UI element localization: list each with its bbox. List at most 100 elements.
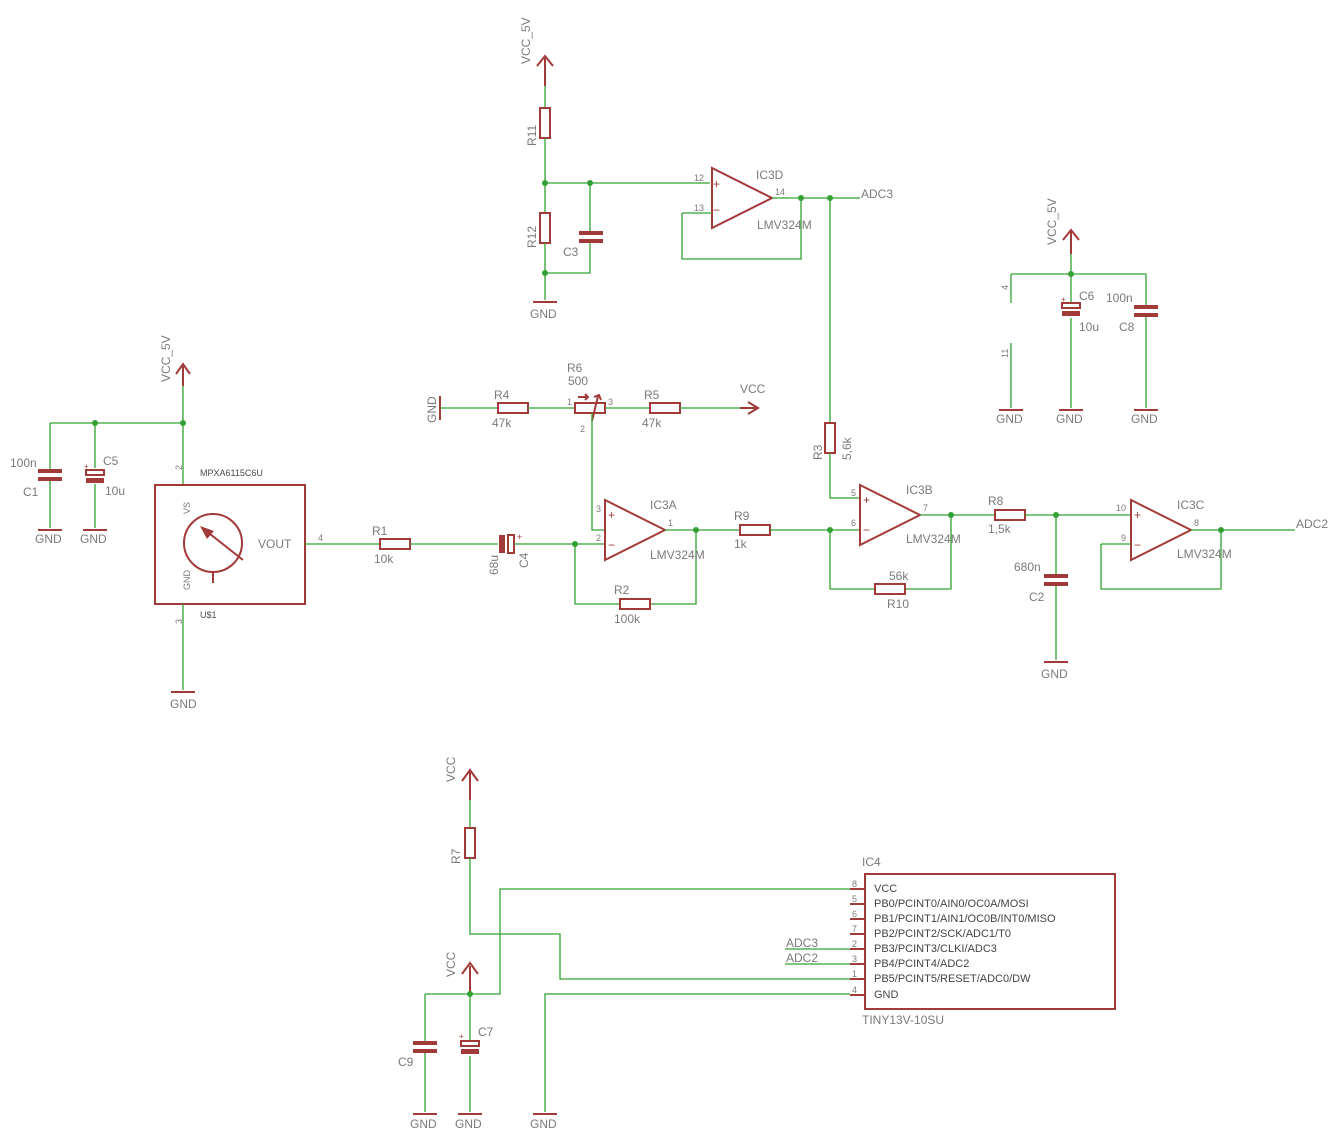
svg-text:6: 6: [851, 518, 856, 528]
ic4-pin-label: PB5/PCINT5/RESET/ADC0/DW: [874, 973, 1031, 985]
svg-text:10u: 10u: [1079, 320, 1099, 334]
svg-text:3: 3: [608, 397, 613, 407]
resistor-r7: R7: [449, 800, 850, 980]
svg-text:100k: 100k: [614, 612, 641, 626]
resistor-r1: R1 10k: [305, 524, 498, 566]
svg-text:GND: GND: [35, 532, 62, 546]
ground-r12: GND: [530, 301, 557, 321]
svg-text:GND: GND: [530, 307, 557, 321]
svg-text:10k: 10k: [374, 552, 394, 566]
capacitor-c2: 680n C2 GND: [1014, 515, 1068, 681]
svg-text:1: 1: [668, 518, 673, 528]
vcc-5v-supply-left: VCC_5V: [159, 335, 191, 386]
vcc-supply-r5: VCC: [740, 382, 766, 415]
svg-text:100n: 100n: [10, 456, 37, 470]
svg-text:1: 1: [567, 397, 572, 407]
svg-text:10: 10: [1116, 503, 1126, 513]
svg-text:47k: 47k: [642, 416, 662, 430]
svg-text:1k: 1k: [734, 537, 748, 551]
svg-text:IC3B: IC3B: [906, 483, 933, 497]
svg-text:2: 2: [174, 465, 184, 470]
svg-text:−: −: [713, 203, 720, 217]
svg-text:C4: C4: [517, 552, 531, 568]
svg-text:10u: 10u: [105, 484, 125, 498]
ic4-pin-label: PB3/PCINT3/CLKI/ADC3: [874, 943, 997, 955]
svg-text:2: 2: [596, 533, 601, 543]
svg-text:R11: R11: [525, 125, 539, 146]
capacitor-c1: 100n C1 GND: [10, 422, 183, 546]
vcc-supply-bottom: VCC: [444, 951, 479, 994]
svg-text:TINY13V-10SU: TINY13V-10SU: [862, 1013, 944, 1027]
svg-text:VCC: VCC: [740, 382, 766, 396]
capacitor-c3: C3: [542, 180, 710, 276]
svg-text:VCC: VCC: [444, 951, 458, 977]
svg-text:R4: R4: [494, 388, 510, 402]
svg-text:47k: 47k: [492, 416, 512, 430]
svg-text:+: +: [517, 532, 522, 542]
ic4-pin-number: 3: [852, 954, 857, 964]
svg-text:VOUT: VOUT: [258, 537, 292, 551]
svg-text:4: 4: [1000, 285, 1010, 290]
svg-text:VCC_5V: VCC_5V: [519, 17, 533, 64]
svg-text:GND: GND: [1056, 412, 1083, 426]
capacitor-c4: + 68u C4: [487, 532, 605, 575]
svg-text:U$1: U$1: [200, 610, 217, 620]
svg-text:ADC2: ADC2: [1296, 517, 1328, 531]
svg-text:VCC_5V: VCC_5V: [1045, 198, 1059, 245]
ic4-pin-label: PB1/PCINT1/AIN1/OC0B/INT0/MISO: [874, 913, 1056, 925]
resistor-r10: 56k R10: [874, 569, 909, 611]
svg-text:+: +: [84, 462, 89, 471]
svg-text:C2: C2: [1029, 590, 1045, 604]
svg-text:IC3C: IC3C: [1177, 498, 1205, 512]
ground-ic4: GND: [530, 993, 850, 1131]
pressure-sensor-u1: MPXA6115C6U U$1 VS GND VOUT 2 3 4 GND: [154, 386, 323, 711]
svg-text:+: +: [459, 1032, 464, 1041]
svg-text:GND: GND: [1041, 667, 1068, 681]
vcc-supply-r7: VCC: [444, 756, 479, 800]
svg-text:IC3D: IC3D: [756, 168, 784, 182]
svg-text:14: 14: [775, 187, 785, 197]
svg-text:5: 5: [851, 488, 856, 498]
svg-text:11: 11: [1000, 349, 1010, 358]
svg-text:IC3A: IC3A: [650, 498, 677, 512]
ic4-pin-number: 8: [852, 879, 857, 889]
svg-text:GND: GND: [170, 697, 197, 711]
svg-text:GND: GND: [182, 570, 192, 591]
opamp-ic3a: + − 3 2 1 IC3A LMV324M: [572, 498, 740, 605]
svg-text:C8: C8: [1119, 320, 1135, 334]
svg-text:12: 12: [694, 173, 704, 183]
svg-text:7: 7: [923, 503, 928, 513]
capacitor-c5: + C5 10u GND: [80, 420, 186, 546]
capacitor-c8: 100n C8 GND: [1106, 274, 1158, 426]
svg-text:1,5k: 1,5k: [988, 522, 1012, 536]
svg-text:R7: R7: [449, 848, 463, 864]
svg-text:VS: VS: [182, 502, 192, 514]
ic4-pin-number: 6: [852, 909, 857, 919]
ic4-pin-number: 2: [852, 939, 857, 949]
resistor-r4: R4 47k: [492, 388, 575, 430]
svg-text:MPXA6115C6U: MPXA6115C6U: [200, 468, 263, 478]
svg-text:500: 500: [568, 374, 588, 388]
opamp-ic3c: + − 10 9 8 IC3C LMV324M ADC2: [1100, 498, 1328, 590]
ic4-pin-label: GND: [874, 989, 899, 1001]
potentiometer-r6: R6 500 1 3 2: [567, 361, 613, 531]
svg-text:R10: R10: [887, 597, 909, 611]
svg-text:R6: R6: [567, 361, 583, 375]
svg-text:−: −: [863, 523, 870, 537]
svg-text:+: +: [713, 177, 720, 191]
resistor-r8: R8 1,5k: [988, 494, 1131, 536]
svg-text:C1: C1: [23, 485, 39, 499]
ic4-pin-label: PB0/PCINT0/AIN0/OC0A/MOSI: [874, 898, 1029, 910]
svg-text:5,6k: 5,6k: [840, 436, 854, 460]
svg-text:3: 3: [174, 619, 184, 624]
svg-text:+: +: [1061, 295, 1066, 304]
resistor-r11: R11: [525, 86, 551, 183]
svg-text:R5: R5: [644, 388, 660, 402]
ic4-pin-number: 1: [852, 969, 857, 979]
svg-text:R12: R12: [525, 226, 539, 248]
resistor-r2: R2 100k: [614, 583, 651, 626]
svg-text:R9: R9: [734, 509, 750, 523]
capacitor-c6: + C6 10u GND: [1056, 274, 1099, 426]
svg-text:68u: 68u: [487, 555, 501, 575]
